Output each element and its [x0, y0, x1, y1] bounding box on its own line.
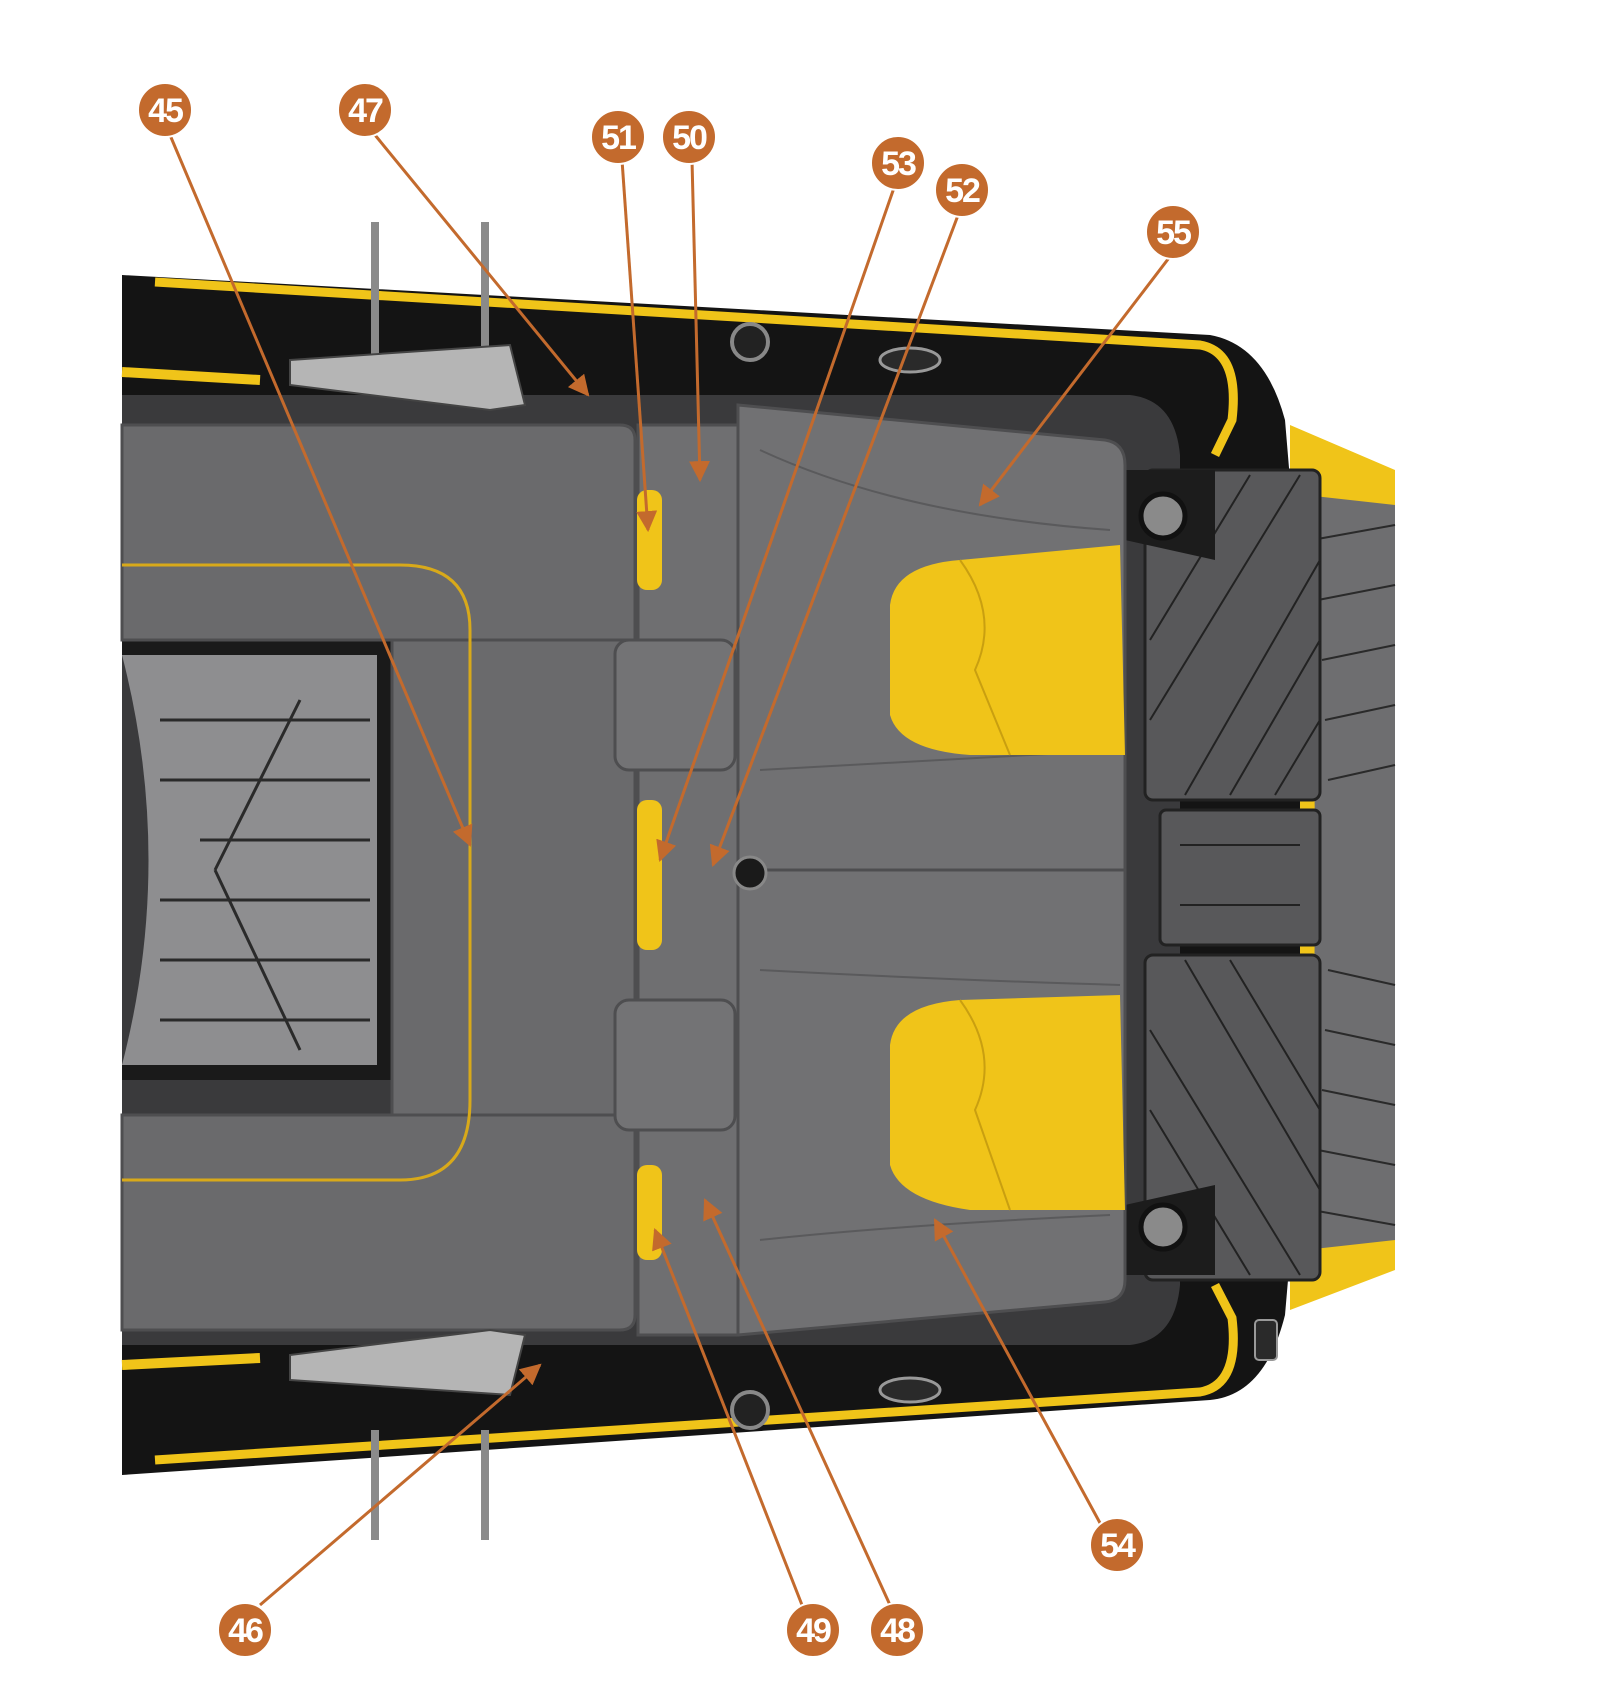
- callout-54: 54: [1089, 1517, 1145, 1573]
- svg-text:49: 49: [796, 1612, 831, 1650]
- svg-text:52: 52: [945, 172, 980, 210]
- leader-line-50: [689, 159, 711, 483]
- svg-text:54: 54: [1100, 1527, 1136, 1565]
- callout-52: 52: [934, 162, 990, 218]
- svg-text:50: 50: [672, 119, 707, 157]
- svg-text:47: 47: [348, 92, 383, 130]
- tower-brackets: [289, 222, 1278, 1540]
- callout-47: 47: [337, 82, 393, 138]
- callout-45: 45: [137, 82, 193, 138]
- yellow-accents: [637, 490, 1125, 1260]
- leader-line-45: [168, 134, 473, 847]
- callout-46: 46: [217, 1602, 273, 1658]
- callout-49: 49: [785, 1602, 841, 1658]
- leader-line-52: [709, 209, 962, 867]
- transom-deck-mats: [1125, 468, 1322, 1282]
- svg-text:46: 46: [228, 1612, 263, 1650]
- callout-53: 53: [870, 135, 926, 191]
- leader-line-49: [652, 1228, 804, 1606]
- leader-lines: [168, 134, 1177, 1607]
- swim-platform: [1305, 495, 1396, 1250]
- leader-line-46: [259, 1363, 542, 1607]
- callout-55: 55: [1145, 204, 1201, 260]
- callout-50: 50: [661, 109, 717, 165]
- leader-line-51: [620, 159, 658, 533]
- svg-text:55: 55: [1156, 214, 1191, 252]
- cockpit-floor-hatch: [122, 640, 392, 1080]
- leader-line-55: [978, 249, 1177, 507]
- callout-48: 48: [869, 1602, 925, 1658]
- svg-text:53: 53: [881, 145, 916, 183]
- callout-51: 51: [590, 109, 646, 165]
- svg-text:51: 51: [601, 119, 636, 157]
- leader-line-53: [656, 184, 897, 862]
- svg-text:48: 48: [880, 1612, 915, 1650]
- leader-line-48: [703, 1198, 892, 1606]
- leader-line-54: [933, 1218, 1114, 1546]
- leader-line-47: [373, 134, 590, 397]
- svg-text:45: 45: [148, 92, 183, 130]
